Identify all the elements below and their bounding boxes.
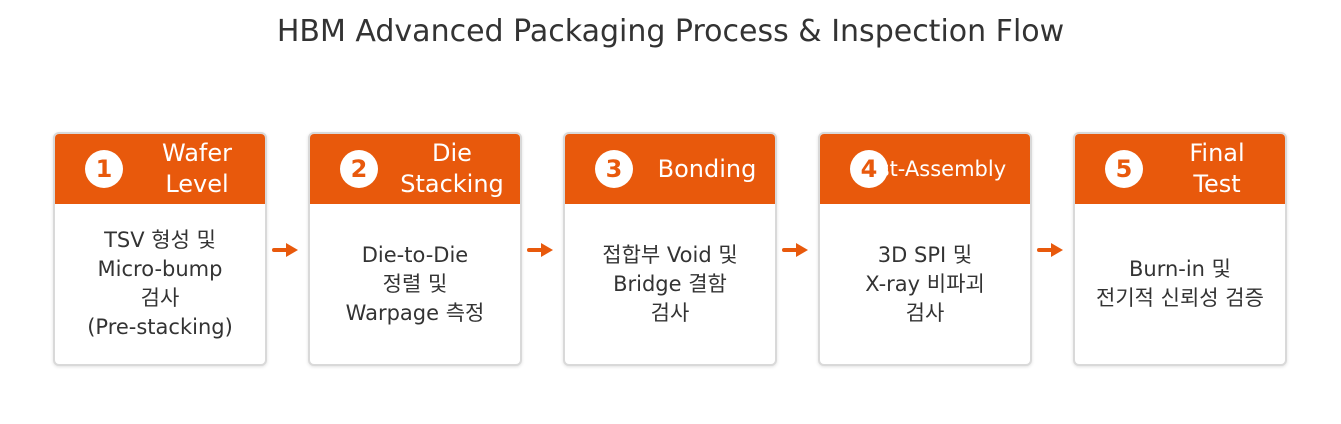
- step-header: 5 Final Test: [1075, 134, 1285, 204]
- step-header: 4 Post-Assembly: [820, 134, 1030, 204]
- step-card-3: 3 Bonding 접합부 Void 및 Bridge 결함 검사: [563, 132, 777, 366]
- step-number-badge: 1: [85, 150, 123, 188]
- step-number-badge: 3: [595, 150, 633, 188]
- arrow-right-icon: [527, 243, 553, 257]
- step-title: Die Stacking: [400, 139, 504, 198]
- arrow-right-icon: [272, 243, 298, 257]
- step-header: 3 Bonding: [565, 134, 775, 204]
- step-description: 3D SPI 및 X-ray 비파괴 검사: [865, 242, 985, 325]
- step-description: Burn-in 및 전기적 신뢰성 검증: [1096, 257, 1264, 310]
- step-title: Bonding: [657, 154, 757, 183]
- step-title: Wafer Level: [162, 139, 232, 198]
- step-description: 접합부 Void 및 Bridge 결함 검사: [602, 242, 738, 325]
- step-title: Final Test: [1189, 139, 1245, 198]
- step-number-badge: 5: [1105, 150, 1143, 188]
- step-header: 1 Wafer Level: [55, 134, 265, 204]
- step-description: TSV 형성 및 Micro-bump 검사 (Pre-stacking): [87, 228, 233, 339]
- step-card-4: 4 Post-Assembly 3D SPI 및 X-ray 비파괴 검사: [818, 132, 1032, 366]
- step-card-5: 5 Final Test Burn-in 및 전기적 신뢰성 검증: [1073, 132, 1287, 366]
- step-number-badge: 4: [850, 150, 888, 188]
- arrow-right-icon: [782, 243, 808, 257]
- step-header: 2 Die Stacking: [310, 134, 520, 204]
- step-description: Die-to-Die 정렬 및 Warpage 측정: [345, 242, 485, 325]
- step-card-1: 1 Wafer Level TSV 형성 및 Micro-bump 검사 (Pr…: [53, 132, 267, 366]
- diagram-title: HBM Advanced Packaging Process & Inspect…: [276, 14, 1065, 49]
- step-number-badge: 2: [340, 150, 378, 188]
- arrow-right-icon: [1037, 243, 1063, 257]
- step-card-2: 2 Die Stacking Die-to-Die 정렬 및 Warpage 측…: [308, 132, 522, 366]
